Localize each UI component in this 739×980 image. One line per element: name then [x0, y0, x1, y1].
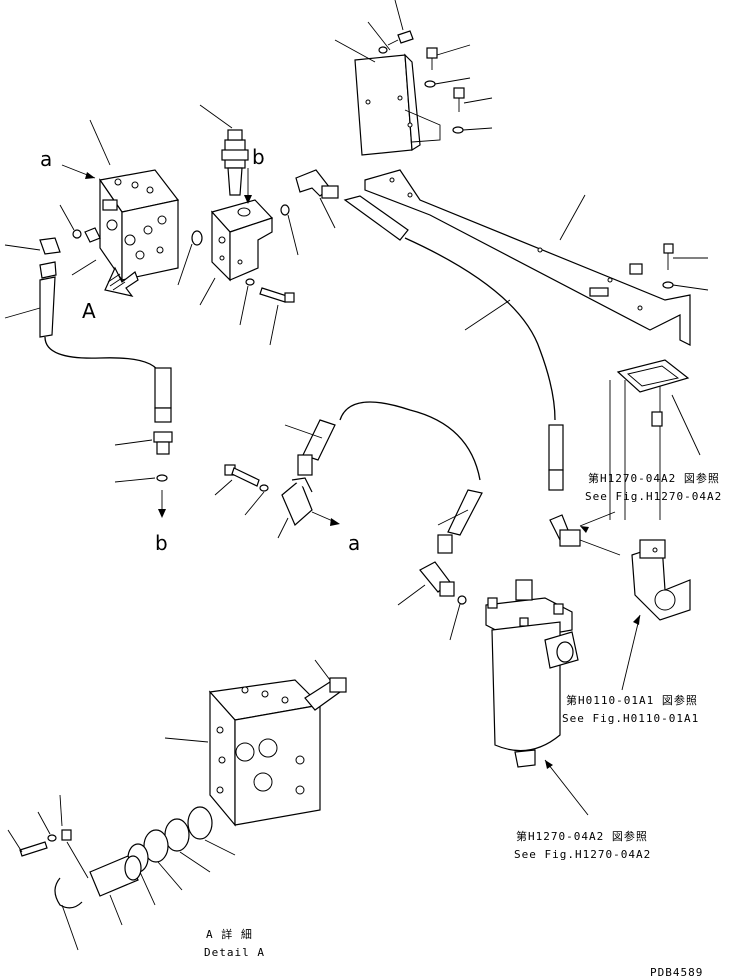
label-a-top: a [40, 147, 52, 171]
label-view-a: A [82, 299, 96, 323]
control-valve-block [84, 169, 180, 282]
bolt-set-right [662, 243, 709, 291]
pointer-b-top [244, 168, 252, 204]
detail-a-jp: A 詳 細 [206, 927, 253, 941]
view-arrow-a [104, 266, 139, 297]
hose-middle [284, 401, 483, 554]
ref1-en: See Fig.H1270-04A2 [585, 490, 722, 503]
ref2-jp: 第H0110-01A1 図参照 [566, 693, 698, 707]
ref3-en: See Fig.H1270-04A2 [514, 848, 651, 861]
ref1-jp: 第H1270-04A2 図参照 [588, 471, 720, 485]
pump-housing [621, 539, 691, 691]
hose-long-right [343, 195, 564, 491]
hose-left [4, 237, 172, 423]
detail-a-manifold [164, 679, 322, 827]
adapter-left [114, 431, 173, 518]
right-column [609, 359, 701, 520]
label-a-mid: a [348, 531, 360, 555]
ref3-jp: 第H1270-04A2 図参照 [516, 829, 648, 843]
mounting-plate [354, 53, 441, 156]
flange-fitting-mid [277, 477, 340, 539]
label-b-top: b [252, 145, 265, 169]
detail-a-relief-valve [304, 659, 347, 711]
manifold-block [210, 199, 274, 282]
detail-a-spool [7, 794, 142, 951]
label-b-bottom: b [155, 531, 168, 555]
elbow-fitting-top [295, 169, 339, 229]
line-filter [485, 579, 589, 816]
bolt-washer-mid [214, 464, 269, 516]
pointer-a-top [61, 164, 96, 179]
bolt-set-top [334, 0, 493, 134]
drawing-number: PDB4589 [650, 966, 703, 979]
long-bracket [364, 169, 691, 346]
elbow-fitting-right [549, 511, 621, 556]
detail-a-en: Detail A [204, 946, 265, 959]
ref2-en: See Fig.H0110-01A1 [562, 712, 699, 725]
detail-a-seal-rings [127, 806, 236, 906]
valve-orings [59, 119, 203, 286]
elbow-fitting-filter [397, 561, 467, 641]
relief-valve-cartridge [199, 104, 249, 196]
manifold-fasteners [199, 204, 299, 346]
